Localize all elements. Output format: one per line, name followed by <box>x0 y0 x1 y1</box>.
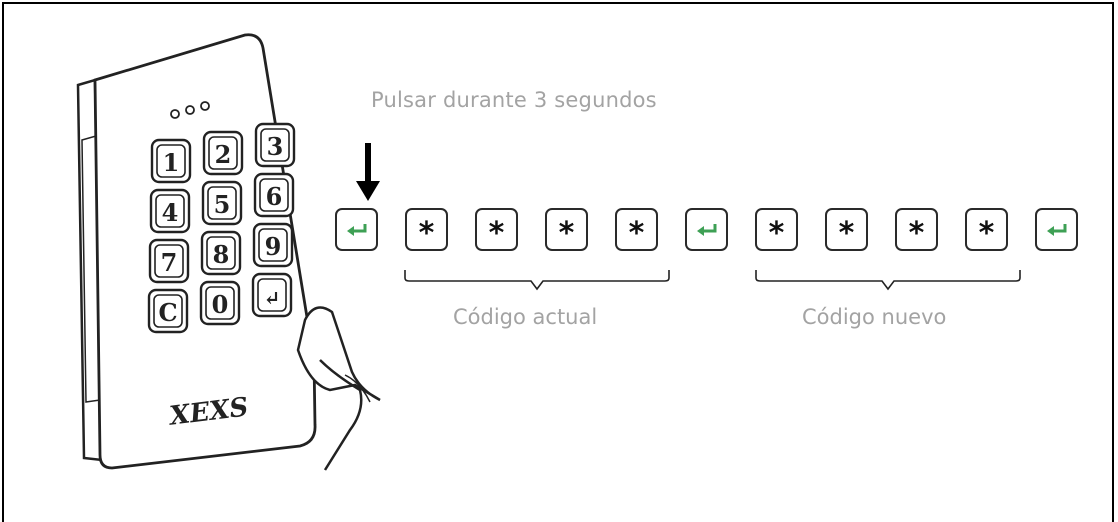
asterisk-glyph: * <box>838 215 855 251</box>
device-key-enter: ↵ <box>251 272 293 318</box>
device-key-label: 7 <box>161 248 178 277</box>
enter-key <box>1035 208 1078 251</box>
enter-key <box>685 208 728 251</box>
enter-arrow-icon <box>696 223 716 236</box>
asterisk-glyph: * <box>558 215 575 251</box>
device-key-label: 4 <box>162 198 179 227</box>
device-key-9: 9 <box>252 222 294 268</box>
asterisk-glyph: * <box>908 215 925 251</box>
asterisk-key: * <box>475 208 518 251</box>
asterisk-key: * <box>825 208 868 251</box>
device-key-label: 1 <box>163 148 180 177</box>
device-key-8: 8 <box>200 230 242 276</box>
led-dot <box>185 105 195 115</box>
instruction-text: Pulsar durante 3 segundos <box>371 88 657 112</box>
asterisk-glyph: * <box>628 215 645 251</box>
asterisk-glyph: * <box>418 215 435 251</box>
asterisk-key: * <box>965 208 1008 251</box>
device-key-5: 5 <box>201 180 243 226</box>
device-key-6: 6 <box>253 172 295 218</box>
device-key-label: 5 <box>214 190 231 219</box>
device-key-label: ↵ <box>264 286 281 310</box>
device-keypad: 1 2 3 4 5 6 7 8 9C 0 ↵ <box>147 122 296 334</box>
device-key-label: 3 <box>267 132 284 161</box>
device-key-c: C <box>147 288 189 334</box>
asterisk-glyph: * <box>978 215 995 251</box>
device-key-1: 1 <box>150 138 192 184</box>
asterisk-key: * <box>615 208 658 251</box>
new-code-label: Código nuevo <box>802 305 947 329</box>
device-key-4: 4 <box>149 188 191 234</box>
led-dot <box>170 109 180 119</box>
device-key-label: 9 <box>265 232 282 261</box>
device-key-label: 2 <box>215 140 232 169</box>
new-code-brace <box>755 270 1021 291</box>
finger-icon <box>296 306 381 402</box>
down-arrow-icon <box>356 143 380 201</box>
device-key-2: 2 <box>202 130 244 176</box>
asterisk-key: * <box>755 208 798 251</box>
device-key-label: C <box>158 298 177 327</box>
asterisk-key: * <box>895 208 938 251</box>
asterisk-glyph: * <box>768 215 785 251</box>
device-key-label: 6 <box>266 182 283 211</box>
led-dot <box>200 101 210 111</box>
device-key-3: 3 <box>254 122 296 168</box>
device-key-0: 0 <box>199 280 241 326</box>
device-key-7: 7 <box>148 238 190 284</box>
enter-arrow-icon <box>1046 223 1066 236</box>
device-key-label: 8 <box>213 240 230 269</box>
enter-key <box>335 208 378 251</box>
current-code-brace <box>404 270 670 291</box>
asterisk-glyph: * <box>488 215 505 251</box>
current-code-label: Código actual <box>453 305 598 329</box>
asterisk-key: * <box>405 208 448 251</box>
device-key-label: 0 <box>212 290 229 319</box>
enter-arrow-icon <box>346 223 366 236</box>
asterisk-key: * <box>545 208 588 251</box>
